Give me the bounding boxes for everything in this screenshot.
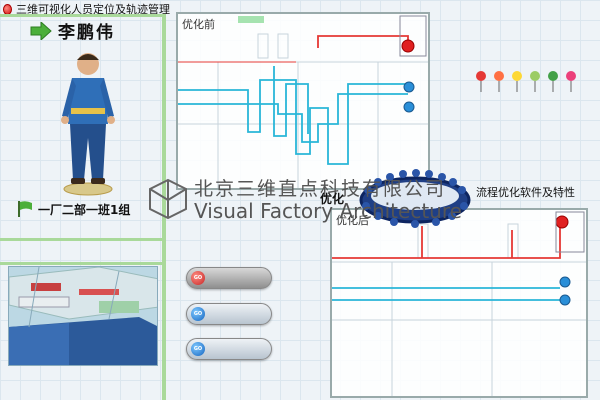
feature-title: 流程优化软件及特性 [476, 186, 575, 199]
go-icon: GO [191, 342, 205, 356]
app-title: 三维可视化人员定位及轨迹管理 [16, 3, 170, 16]
divider [0, 238, 166, 241]
worker-figure[interactable] [48, 46, 128, 196]
pins-icon [476, 71, 576, 92]
go-button-1[interactable]: GO [186, 267, 272, 289]
diagram-after[interactable]: 优化后 [330, 208, 588, 398]
green-arrow-icon [30, 21, 52, 40]
go-button-2[interactable]: GO [186, 303, 272, 325]
team-row: 一厂二部一班1组 [16, 200, 130, 218]
go-button-3[interactable]: GO [186, 338, 272, 360]
go-icon: GO [191, 307, 205, 321]
people-ring-icon [359, 169, 471, 228]
green-flag-icon [18, 201, 32, 217]
divider [0, 262, 166, 265]
team-label: 一厂二部一班1组 [38, 202, 131, 217]
divider [0, 14, 166, 17]
factory-3d-view[interactable] [8, 266, 158, 366]
diagram-after-label: 优化后 [336, 214, 369, 227]
person-name: 李鹏伟 [58, 23, 115, 43]
person-name-row: 李鹏伟 [30, 18, 115, 43]
optimize-label: 优化 [320, 192, 345, 206]
go-icon: GO [191, 271, 205, 285]
diagram-before[interactable]: 优化前 [176, 12, 430, 190]
diagram-before-label: 优化前 [182, 18, 215, 31]
red-dot-icon[interactable] [3, 3, 12, 15]
